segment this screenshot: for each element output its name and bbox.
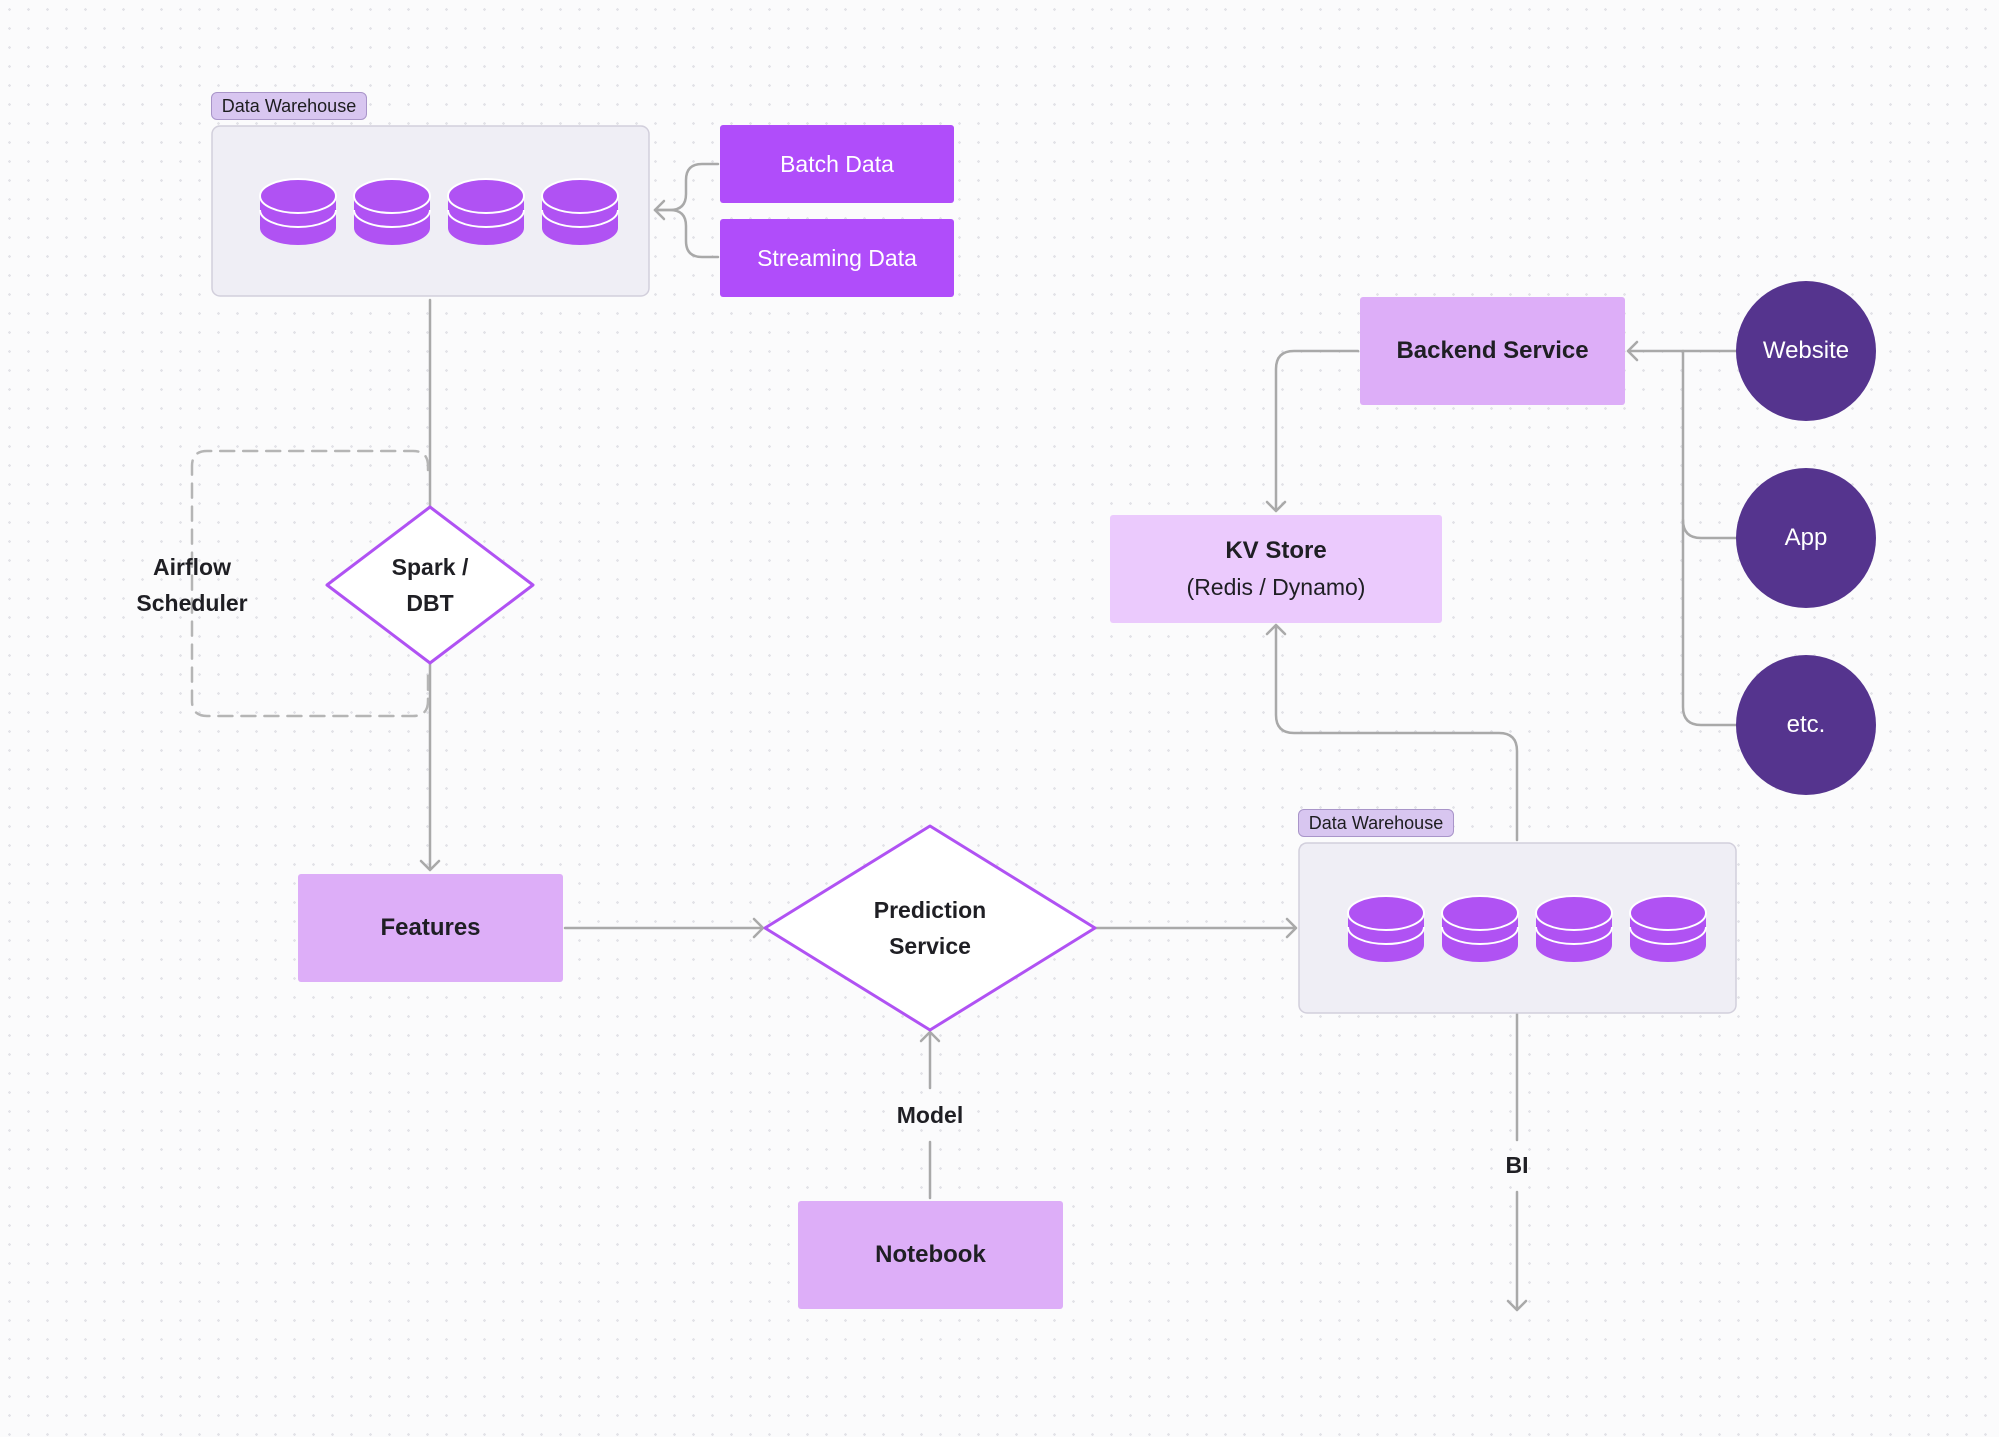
model-label: Model (896, 1101, 964, 1128)
airflow-scheduler-label: Airflow Scheduler (112, 548, 272, 622)
notebook-box[interactable] (798, 1201, 1063, 1309)
database-cylinder-icon (541, 178, 619, 246)
connector-model-to-prediction (919, 1030, 941, 1090)
database-cylinder-icon (1347, 895, 1425, 963)
database-cylinder-icon (353, 178, 431, 246)
scheduler-line-1: Airflow (153, 554, 231, 580)
prediction-service-diamond[interactable] (763, 824, 1097, 1032)
database-cylinder-icon (259, 178, 337, 246)
connector-prediction-to-warehouse (1093, 917, 1298, 939)
client-circle-website[interactable] (1736, 281, 1876, 421)
notebook-label: Notebook (875, 1241, 986, 1268)
client-circle-app[interactable] (1736, 468, 1876, 608)
connector-warehouse-arrowhead (653, 199, 666, 221)
client-label-website: Website (1762, 337, 1850, 364)
warehouse-bottom-tag: Data Warehouse (1298, 809, 1454, 837)
features-box[interactable] (298, 874, 563, 982)
kv-store-subtitle: (Redis / Dynamo) (1186, 574, 1366, 600)
spark-dbt-label: Spark / DBT (350, 548, 510, 622)
spark-dbt-diamond[interactable] (325, 505, 535, 665)
connector-streaming-to-warehouse (653, 208, 720, 259)
spark-line-1: Spark / (391, 554, 469, 580)
warehouse-top-tag: Data Warehouse (211, 92, 367, 120)
prediction-line-2: Service (889, 933, 971, 959)
client-label-app: App (1784, 524, 1828, 551)
scheduler-line-2: Scheduler (136, 590, 248, 616)
backend-service-label: Backend Service (1396, 337, 1589, 364)
connector-spark-to-features (419, 661, 441, 872)
connector-features-to-prediction (563, 917, 765, 939)
streaming-data-label: Streaming Data (757, 244, 917, 271)
connector-warehouse-to-kv (1265, 623, 1519, 842)
batch-data-box[interactable] (720, 125, 954, 203)
kv-store-title: KV Store (1225, 537, 1327, 564)
connector-backend-to-kv (1265, 349, 1360, 513)
prediction-service-label: Prediction Service (830, 891, 1030, 965)
prediction-line-1: Prediction (873, 897, 987, 923)
backend-service-box[interactable] (1360, 297, 1625, 405)
kv-store-box[interactable] (1110, 515, 1442, 623)
database-cylinder-icon (1441, 895, 1519, 963)
connector-clients-trunk (1681, 349, 1738, 727)
database-cylinder-icon (1535, 895, 1613, 963)
client-circle-etc[interactable] (1736, 655, 1876, 795)
features-label: Features (380, 914, 481, 941)
connector-bi-down (1506, 1190, 1528, 1312)
kv-store-label: KV Store (Redis / Dynamo) (1110, 515, 1442, 623)
streaming-data-box[interactable] (720, 219, 954, 297)
batch-data-label: Batch Data (780, 150, 894, 177)
connector-app-branch (1681, 518, 1738, 540)
connector-batch-to-warehouse (653, 162, 720, 212)
client-label-etc: etc. (1786, 711, 1826, 738)
database-cylinder-icon (447, 178, 525, 246)
database-cylinder-icon (1629, 895, 1707, 963)
bi-label: BI (1505, 1151, 1529, 1178)
scheduler-dashed-bracket (190, 449, 430, 718)
spark-line-2: DBT (406, 590, 454, 616)
